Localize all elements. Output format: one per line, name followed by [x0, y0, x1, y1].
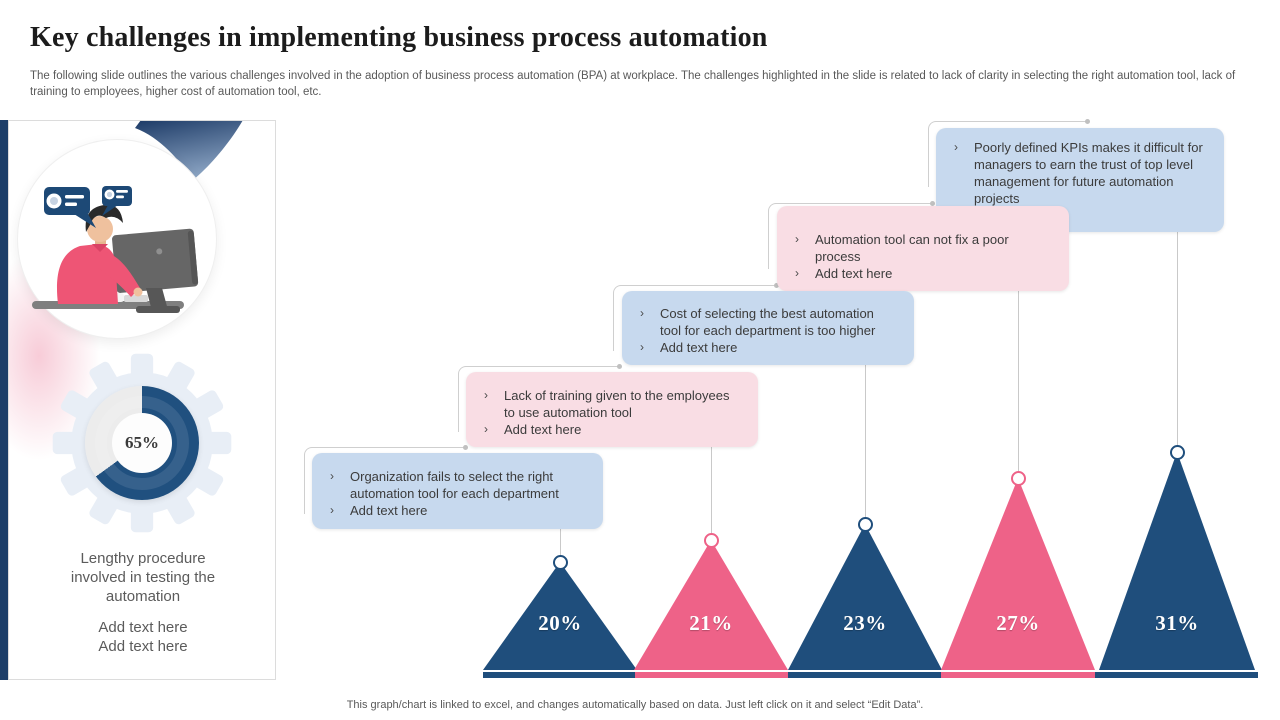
sidebar-panel: 65% Lengthy procedure involved in testin… — [8, 120, 276, 680]
bullet-icon: › — [330, 469, 334, 483]
pyramid-27[interactable]: 27% — [941, 478, 1095, 670]
pyramid-value: 31% — [1155, 611, 1199, 635]
baseline-segment — [1095, 672, 1258, 678]
connector-line — [711, 446, 712, 533]
bracket-line — [768, 203, 932, 269]
page-title: Key challenges in implementing business … — [30, 22, 768, 53]
bracket-dot — [1085, 119, 1090, 124]
bullet-icon: › — [795, 232, 799, 246]
left-accent-bar — [0, 120, 8, 680]
bracket-dot — [930, 201, 935, 206]
placeholder-text[interactable]: Add text here — [98, 619, 188, 636]
gauge-value: 65% — [125, 433, 159, 452]
callout-tool-selection[interactable]: ›Organization fails to select the right … — [312, 453, 603, 529]
corner-swoosh-decoration — [135, 121, 243, 180]
bracket-line — [928, 121, 1087, 187]
bullet-icon: › — [330, 502, 334, 517]
placeholder-text[interactable]: Add text here — [98, 637, 188, 655]
monitor-foot — [136, 306, 180, 313]
apex-marker — [1170, 445, 1185, 460]
pyramid-31[interactable]: 31% — [1099, 452, 1255, 670]
bracket-line — [458, 366, 619, 432]
bullet-icon: › — [484, 421, 488, 436]
bracket-dot — [463, 445, 468, 450]
bracket-dot — [774, 283, 779, 288]
monitor-stand — [146, 288, 168, 311]
placeholder-text[interactable]: Add text here — [350, 502, 428, 518]
apex-marker — [704, 533, 719, 548]
bracket-dot — [617, 364, 622, 369]
bullet-icon: › — [640, 306, 644, 320]
donut-gauge[interactable]: 65% — [85, 386, 199, 500]
pyramid-value: 27% — [996, 611, 1040, 635]
placeholder-text[interactable]: Add text here — [660, 339, 738, 355]
placeholder-text[interactable]: Add text here — [815, 265, 893, 281]
baseline-segment — [483, 672, 635, 678]
donut-hole: 65% — [112, 413, 172, 473]
baseline-segment — [635, 672, 788, 678]
apex-marker — [1011, 471, 1026, 486]
person-at-computer-illustration — [17, 139, 217, 339]
footer-note: This graph/chart is linked to excel, and… — [346, 699, 924, 711]
baseline-segment — [788, 672, 941, 678]
monitor-icon — [112, 228, 199, 293]
callout-training[interactable]: ›Lack of training given to the employees… — [466, 372, 758, 447]
connector-line — [560, 529, 561, 555]
pyramid-21[interactable]: 21% — [634, 540, 788, 670]
bullet-icon: › — [484, 388, 488, 402]
pyramid-value: 21% — [689, 611, 733, 635]
callout-poor-process[interactable]: ›Automation tool can not fix a poor proc… — [777, 206, 1069, 291]
callout-cost[interactable]: ›Cost of selecting the best automation t… — [622, 291, 914, 365]
connector-line — [865, 364, 866, 517]
pyramid-value: 20% — [538, 611, 582, 635]
bullet-icon: › — [640, 339, 644, 354]
connector-line — [1018, 280, 1019, 471]
connector-line — [1177, 202, 1178, 445]
bracket-line — [304, 447, 465, 514]
bullet-icon: › — [795, 265, 799, 280]
pyramid-value: 23% — [843, 611, 887, 635]
pyramid-20[interactable]: 20% — [483, 562, 637, 670]
bracket-line — [613, 285, 776, 351]
pyramid-23[interactable]: 23% — [788, 524, 942, 670]
apex-marker — [553, 555, 568, 570]
chat-bubble-icon — [44, 187, 96, 228]
sidebar-caption: Lengthy procedure involved in testing th… — [70, 550, 216, 606]
person — [56, 204, 143, 304]
baseline-segment — [941, 672, 1095, 678]
placeholder-text[interactable]: Add text here — [504, 421, 582, 437]
chat-bubble-icon — [102, 186, 132, 216]
apex-marker — [858, 517, 873, 532]
slide-subtitle: The following slide outlines the various… — [30, 70, 1236, 99]
bullet-icon: › — [954, 140, 958, 154]
